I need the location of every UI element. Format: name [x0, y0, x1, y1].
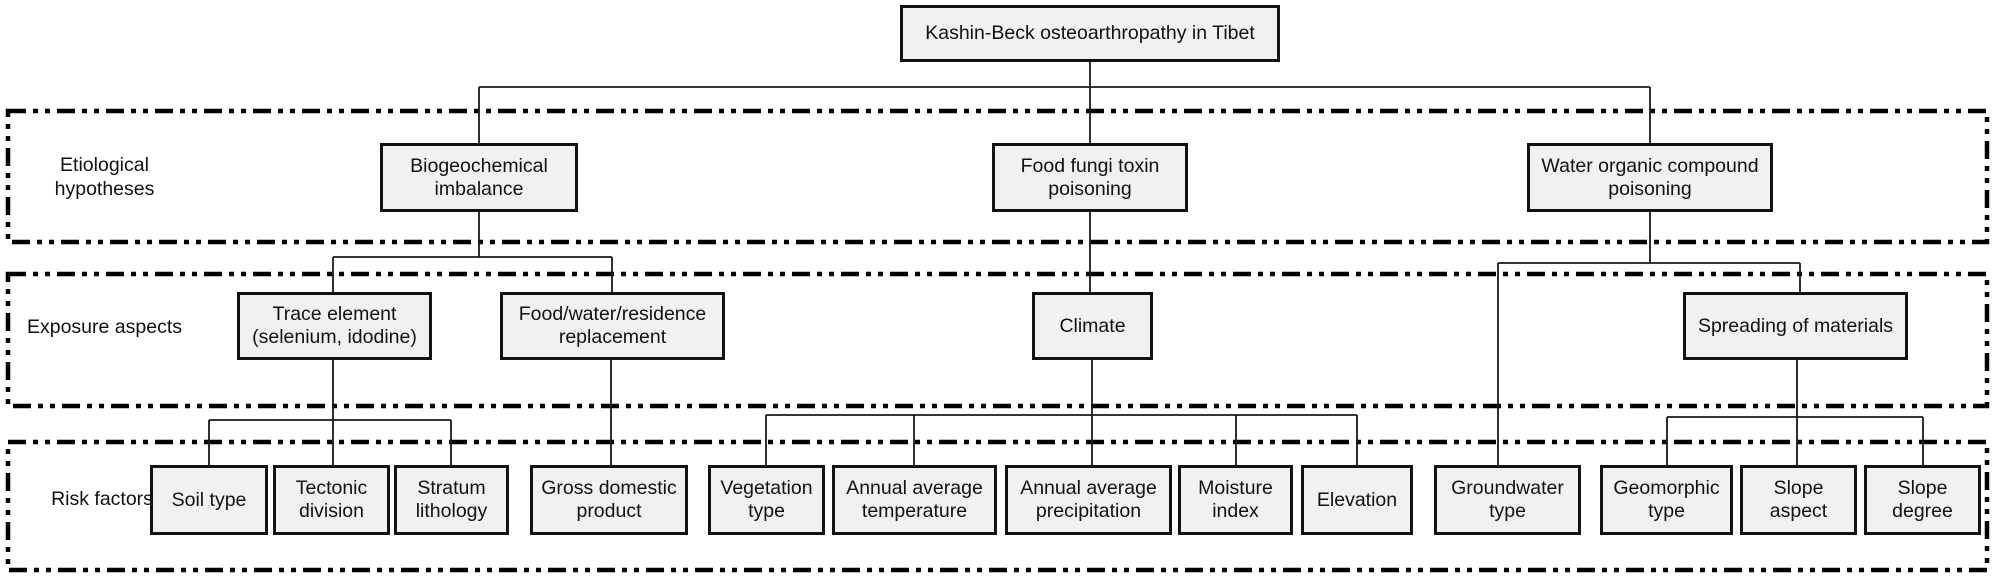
- node-vegetation-type: Vegetation type: [708, 465, 825, 535]
- node-groundwater-type: Groundwater type: [1434, 465, 1581, 535]
- connector-spreading-children: [1666, 360, 1924, 465]
- connector-biogeochemical-children: [332, 212, 613, 292]
- node-label: Tectonic division: [295, 477, 368, 522]
- node-slope-degree: Slope degree: [1864, 465, 1981, 535]
- connector-climate-children: [765, 360, 1358, 465]
- node-trace-element: Trace element (selenium, idodine): [237, 292, 432, 360]
- node-biogeochemical-imbalance: Biogeochemical imbalance: [380, 143, 578, 212]
- node-label: Biogeochemical imbalance: [410, 154, 548, 200]
- band-frames: [5, 108, 1990, 573]
- node-soil-type: Soil type: [150, 465, 268, 535]
- node-label: Spreading of materials: [1697, 314, 1894, 337]
- node-slope-aspect: Slope aspect: [1740, 465, 1857, 535]
- node-label: Groundwater type: [1451, 477, 1564, 522]
- node-label: Trace element (selenium, idodine): [252, 303, 417, 348]
- connector-root-to-hypotheses: [478, 62, 1651, 143]
- connectors: [208, 62, 1924, 465]
- connector-trace-element-children: [208, 360, 452, 465]
- band-frame-etiological: [5, 108, 1990, 245]
- node-gross-domestic-product: Gross domestic product: [530, 465, 688, 535]
- node-spreading-of-materials: Spreading of materials: [1683, 292, 1908, 360]
- node-label: Slope degree: [1892, 477, 1953, 522]
- band-label-text: Risk factors: [51, 487, 153, 510]
- band-label-etiological-hypotheses: Etiological hypotheses: [22, 146, 187, 208]
- node-label: Gross domestic product: [541, 477, 677, 522]
- node-label: Food/water/residence replacement: [518, 303, 707, 348]
- node-label: Food fungi toxin poisoning: [1020, 154, 1160, 200]
- node-elevation: Elevation: [1301, 465, 1413, 535]
- band-label-risk-factors: Risk factors: [22, 468, 182, 530]
- node-label: Annual average temperature: [846, 477, 983, 522]
- band-label-text: Etiological hypotheses: [54, 153, 155, 200]
- node-tectonic-division: Tectonic division: [273, 465, 390, 535]
- node-climate: Climate: [1032, 292, 1153, 360]
- node-stratum-lithology: Stratum lithology: [394, 465, 509, 535]
- node-moisture-index: Moisture index: [1178, 465, 1293, 535]
- band-frame-risk: [5, 439, 1990, 573]
- band-label-exposure-aspects: Exposure aspects: [22, 296, 187, 358]
- node-label: Water organic compound poisoning: [1541, 154, 1759, 200]
- node-root-label: Kashin-Beck osteoarthropathy in Tibet: [925, 22, 1255, 44]
- node-label: Stratum lithology: [415, 477, 488, 522]
- node-label: Annual average precipitation: [1020, 477, 1157, 522]
- node-label: Soil type: [171, 488, 247, 511]
- band-frame-exposure: [5, 271, 1990, 409]
- node-label: Moisture index: [1198, 477, 1273, 522]
- node-root: Kashin-Beck osteoarthropathy in Tibet: [900, 5, 1280, 62]
- connector-water-organic-children: [1497, 212, 1801, 465]
- node-label: Geomorphic type: [1613, 477, 1720, 522]
- node-water-organic-compound-poisoning: Water organic compound poisoning: [1527, 143, 1773, 212]
- node-label: Slope aspect: [1769, 477, 1828, 522]
- node-food-fungi-toxin-poisoning: Food fungi toxin poisoning: [992, 143, 1188, 212]
- node-annual-average-precipitation: Annual average precipitation: [1005, 465, 1172, 535]
- node-geomorphic-type: Geomorphic type: [1600, 465, 1733, 535]
- node-label: Elevation: [1316, 488, 1398, 511]
- node-food-water-residence-replacement: Food/water/residence replacement: [500, 292, 725, 360]
- node-label: Climate: [1059, 314, 1126, 337]
- node-annual-average-temperature: Annual average temperature: [832, 465, 997, 535]
- node-label: Vegetation type: [720, 477, 813, 522]
- band-label-text: Exposure aspects: [26, 315, 182, 338]
